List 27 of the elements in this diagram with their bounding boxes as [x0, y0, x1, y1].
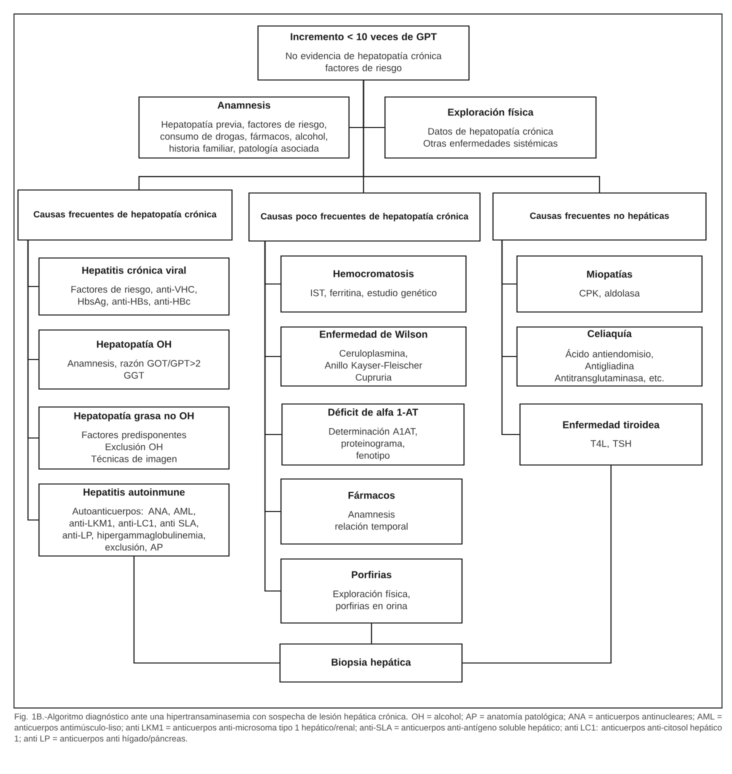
process-box: Hepatitis autoinmune Autoanticuerpos: ANA, AML, anti-LKM1, anti-LC1, anti SLA, anti-LP, hipergammaglobulinemia, exclusión, AP [38, 483, 230, 557]
process-box: Anamnesis Hepatopatía previa, factores de riesgo, consumo de drogas, fármacos, alcohol, historia familiar, patología asociada [138, 96, 350, 159]
process-box: Déficit de alfa 1-AT Determinación A1AT, proteinograma, fenotipo [281, 403, 465, 466]
connector-line [264, 242, 280, 592]
process-box: Exploración física Datos de hepatopatía crónica Otras enfermedades sistémicas [384, 96, 597, 159]
connector-line [362, 80, 600, 192]
process-box: Hepatopatía OH Anamnesis, razón GOT/GPT>2 GGT [38, 329, 230, 390]
process-box: Enfermedad tiroidea T4L, TSH [519, 403, 703, 466]
process-box: Hepatopatía grasa no OH Factores predisponentes Exclusión OH Técnicas de imagen [38, 406, 230, 470]
process-box: Enfermedad de Wilson Ceruloplasmina, Anillo Kayser-Fleischer Cupruria [280, 326, 467, 387]
process-box: Hemocromatosis IST, ferritina, estudio genético [280, 255, 467, 313]
process-box: Biopsia hepática [279, 643, 463, 683]
process-box: Incremento < 10 veces de GPT No evidencia de hepatopatía crónica factores de riesgo [257, 25, 470, 81]
connector-line [27, 240, 38, 521]
process-box: Celiaquía Ácido antiendomisio, Antigliadina Antitransglutaminasa, etc. [516, 326, 703, 387]
process-box: Hepatitis crónica viral Factores de riesgo, anti-VHC, HbsAg, anti-HBs, anti-HBc [38, 257, 230, 316]
connector-line [370, 624, 372, 644]
category-box: Causas frecuentes de hepatopatía crónica [17, 189, 233, 241]
category-box: Causas poco frecuentes de hepatopatía crónica [248, 192, 481, 242]
connector-line [462, 466, 612, 664]
connector-line [133, 556, 280, 664]
process-box: Fármacos Anamnesis relación temporal [280, 478, 463, 545]
category-box: Causas frecuentes no hepáticas [492, 192, 707, 241]
process-box: Miopatías CPK, aldolasa [516, 255, 703, 313]
process-box: Porfirias Exploración física, porfirias en orina [280, 558, 463, 624]
caption: Fig. 1B.-Algoritmo diagnóstico ante una hipertransaminasemia con sospecha de lesión hepática crónica. OH = alcohol; AP = anatomía patológica; ANA = anticuerpos antinucleares; AML = anticuerpos antimúsculo-liso; anti LKM1 = anticuerpos anti-microsoma tipo 1 hepático/renal; anti-SLA = anticuerpos anti-antígeno soluble hepático; anti LC1: anticuerpos anti-citosol hepático 1; anti LP = anticuerpos anti hígado/páncreas. [14, 713, 722, 744]
connector-line [501, 240, 520, 436]
